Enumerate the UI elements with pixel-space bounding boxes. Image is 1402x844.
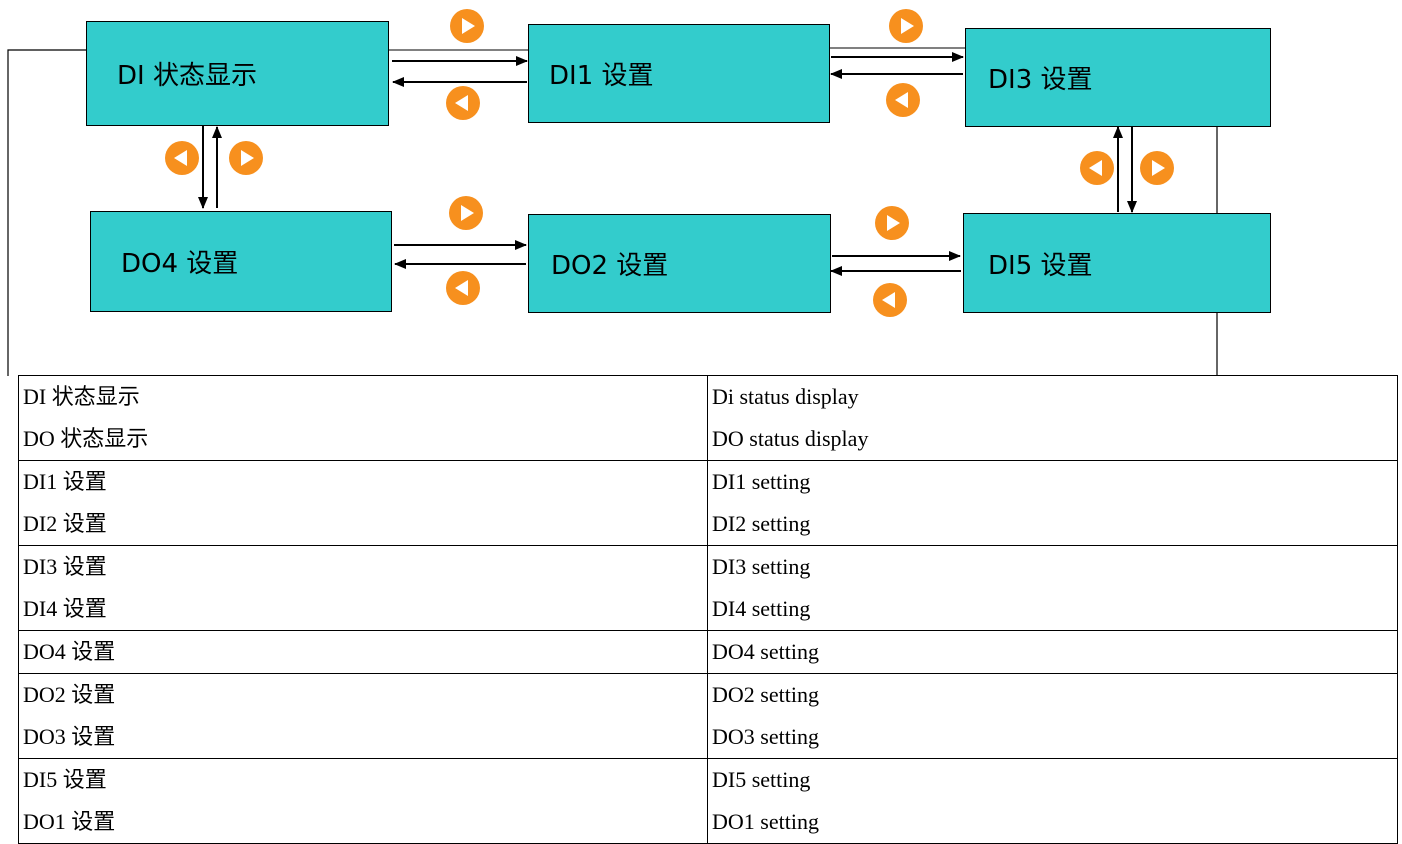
legend-text: Di status display: [712, 384, 859, 409]
prev-button-icon: [165, 141, 199, 175]
table-row: DI3 设置 DI4 设置 DI3 setting DI4 setting: [18, 545, 1398, 631]
node-label: DI5 设置: [988, 250, 1093, 281]
table-row: DI5 设置 DO1 设置 DI5 setting DO1 setting: [18, 758, 1398, 844]
legend-text: DI4 setting: [712, 596, 811, 621]
legend-text: DO4 设置: [23, 639, 116, 664]
next-button-icon: [1140, 151, 1174, 185]
legend-text: DI2 setting: [712, 511, 811, 536]
legend-cell-chinese: DI3 设置 DI4 设置: [18, 545, 708, 631]
next-button-icon: [450, 9, 484, 43]
diagram-lines: [7, 47, 1218, 376]
table-row: DI 状态显示 DO 状态显示 Di status display DO sta…: [18, 375, 1398, 461]
legend-text: DO2 setting: [712, 682, 819, 707]
legend-text: DO3 setting: [712, 724, 819, 749]
legend-text: DI3 setting: [712, 554, 811, 579]
legend-cell-chinese: DO2 设置 DO3 设置: [18, 673, 708, 759]
legend-text: DI1 设置: [23, 469, 107, 494]
legend-cell-english: DI5 setting DO1 setting: [707, 758, 1398, 844]
node-di1-setting: DI1 设置: [528, 24, 830, 123]
node-do2-setting: DO2 设置: [528, 214, 831, 313]
prev-button-icon: [446, 271, 480, 305]
prev-button-icon: [1080, 151, 1114, 185]
node-di5-setting: DI5 设置: [963, 213, 1271, 313]
legend-cell-chinese: DI1 设置 DI2 设置: [18, 460, 708, 546]
legend-text: DO 状态显示: [23, 426, 149, 451]
node-label: DI 状态显示: [117, 61, 257, 91]
legend-table: DI 状态显示 DO 状态显示 Di status display DO sta…: [18, 375, 1398, 844]
legend-text: DI4 设置: [23, 596, 107, 621]
legend-cell-english: DI1 setting DI2 setting: [707, 460, 1398, 546]
prev-button-icon: [873, 283, 907, 317]
legend-text: DI 状态显示: [23, 384, 140, 409]
legend-text: DO4 setting: [712, 639, 819, 664]
frame-line-left: [7, 49, 86, 376]
next-button-icon: [449, 196, 483, 230]
next-button-icon: [889, 9, 923, 43]
node-do4-setting: DO4 设置: [90, 211, 392, 312]
legend-cell-english: DI3 setting DI4 setting: [707, 545, 1398, 631]
node-di-status-display: DI 状态显示: [86, 21, 389, 126]
legend-text: DO3 设置: [23, 724, 116, 749]
legend-text: DO status display: [712, 426, 869, 451]
legend-cell-chinese: DO4 设置: [18, 630, 708, 674]
table-row: DI1 设置 DI2 设置 DI1 setting DI2 setting: [18, 460, 1398, 546]
node-label: DO2 设置: [551, 251, 669, 281]
legend-cell-english: DO2 setting DO3 setting: [707, 673, 1398, 759]
node-label: DO4 设置: [121, 249, 239, 279]
legend-text: DO1 setting: [712, 809, 819, 834]
node-di3-setting: DI3 设置: [965, 28, 1271, 127]
legend-text: DI2 设置: [23, 511, 107, 536]
table-row: DO2 设置 DO3 设置 DO2 setting DO3 setting: [18, 673, 1398, 759]
node-label: DI3 设置: [988, 65, 1093, 95]
legend-text: DI1 setting: [712, 469, 811, 494]
legend-cell-english: DO4 setting: [707, 630, 1398, 674]
prev-button-icon: [446, 86, 480, 120]
legend-text: DI3 设置: [23, 554, 107, 579]
legend-text: DI5 设置: [23, 767, 107, 792]
prev-button-icon: [886, 83, 920, 117]
legend-cell-chinese: DI5 设置 DO1 设置: [18, 758, 708, 844]
legend-cell-english: Di status display DO status display: [707, 375, 1398, 461]
legend-text: DO2 设置: [23, 682, 116, 707]
navigation-diagram: DI 状态显示 DI1 设置 DI3 设置 DO4 设置 DO2 设置 DI5 …: [0, 0, 1402, 376]
legend-cell-chinese: DI 状态显示 DO 状态显示: [18, 375, 708, 461]
node-label: DI1 设置: [549, 61, 654, 91]
next-button-icon: [229, 141, 263, 175]
legend-text: DO1 设置: [23, 809, 116, 834]
table-row: DO4 设置 DO4 setting: [18, 630, 1398, 674]
next-button-icon: [875, 206, 909, 240]
legend-text: DI5 setting: [712, 767, 811, 792]
